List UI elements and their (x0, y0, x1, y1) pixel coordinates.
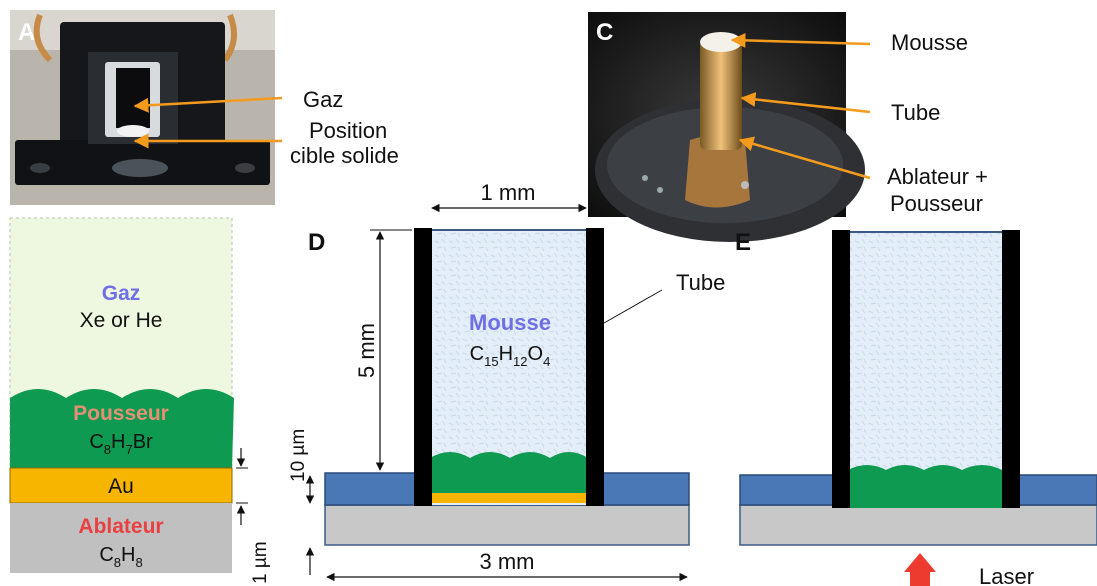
tube-wall-left-e (832, 230, 850, 508)
mousse-pointer-arrow (730, 32, 871, 48)
ablator-layer (10, 503, 232, 573)
tube-wall-left (414, 228, 432, 506)
pousseur-formula: C8H7Br (89, 431, 153, 457)
dim-3mm-label: 3 mm (480, 549, 535, 574)
mousse-photo-label: Mousse (891, 30, 968, 55)
pusher-in-tube (430, 452, 588, 493)
pusher-in-tube-e (848, 465, 1002, 508)
position-label-line2: cible solide (290, 143, 399, 168)
ablator-base-e (739, 504, 1097, 546)
pousseur-title: Pousseur (73, 402, 169, 425)
laser-label: Laser (979, 564, 1034, 586)
tube-schematic-label: Tube (676, 270, 725, 295)
laser-arrow-icon (904, 553, 936, 586)
ablateur-photo-label-line1: Ablateur + (887, 164, 988, 189)
photo-c (588, 12, 865, 242)
ablator-base (324, 504, 690, 546)
dim-1mm-label: 1 mm (481, 180, 536, 205)
gaz-composition: Xe or He (80, 309, 163, 332)
gold-in-tube (430, 493, 588, 503)
gold-layer (9, 467, 233, 504)
gaz-title: Gaz (102, 282, 141, 305)
panel-d-label: D (308, 229, 325, 256)
dim-1um-label: 1 µm (250, 541, 271, 584)
foam-fill-e (848, 232, 1002, 508)
dim-10um-label: 10 µm (288, 429, 309, 482)
ablateur-pointer-arrow (738, 136, 871, 180)
dim-5mm-label: 5 mm (354, 323, 379, 378)
photo-a (10, 10, 275, 205)
panel-c-label: C (596, 19, 613, 46)
pusher-layer (10, 389, 234, 468)
tube-wall-right-e (1002, 230, 1020, 508)
position-label-line1: Position (309, 118, 387, 143)
ablateur-photo-label-line2: Pousseur (890, 191, 983, 216)
gaz-pointer-arrow (133, 96, 283, 113)
tube-pointer-arrow (740, 92, 871, 114)
ablateur-title: Ablateur (78, 515, 163, 538)
mousse-title: Mousse (469, 310, 551, 335)
panel-e-label: E (735, 229, 751, 256)
mousse-formula: C15H12O4 (470, 343, 551, 369)
panel-a-label: A (18, 19, 35, 46)
gaz-label: Gaz (303, 87, 343, 112)
ablateur-formula: C8H8 (99, 544, 142, 570)
au-label: Au (108, 475, 134, 498)
tube-leader-line (603, 289, 663, 324)
tube-wall-right (586, 228, 604, 506)
tube-photo-label: Tube (891, 100, 940, 125)
